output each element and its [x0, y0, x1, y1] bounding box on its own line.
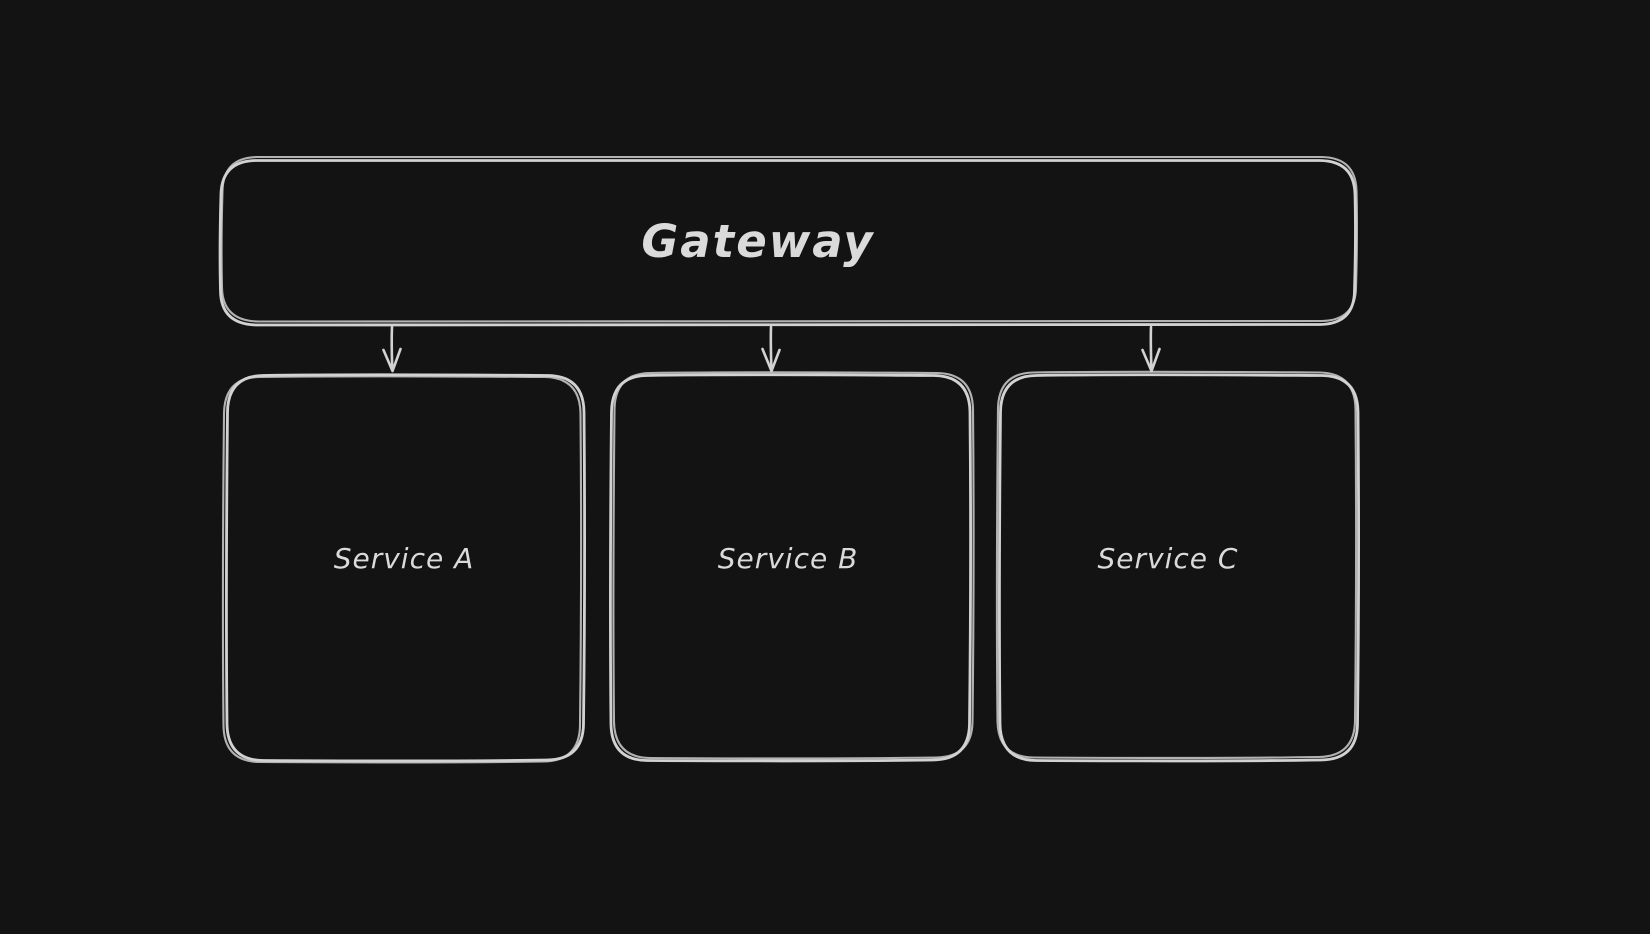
- node-gateway[interactable]: Gateway: [218, 154, 1359, 328]
- edge-gateway-service-a[interactable]: [382, 325, 402, 373]
- edge-gateway-service-b[interactable]: [761, 325, 781, 373]
- node-service-a-label: Service A: [334, 542, 475, 575]
- edge-gateway-service-c[interactable]: [1141, 325, 1161, 373]
- node-service-b-outline: [609, 373, 972, 763]
- node-service-a[interactable]: Service A: [221, 373, 586, 764]
- node-service-c-outline: [998, 373, 1360, 763]
- node-gateway-outline-echo: [220, 154, 1359, 324]
- edge-gateway-service-b-arrowhead-icon: [761, 347, 781, 373]
- node-service-b-outline-echo: [612, 371, 975, 760]
- node-service-c[interactable]: Service C: [995, 370, 1360, 763]
- edge-gateway-service-a-arrowhead-icon: [382, 347, 402, 373]
- edge-gateway-service-a-stem: [390, 325, 394, 372]
- node-service-c-label: Service C: [1098, 542, 1239, 575]
- node-service-c-outline-echo: [995, 370, 1358, 760]
- node-gateway-label: Gateway: [641, 215, 874, 268]
- node-gateway-outline: [218, 158, 1357, 328]
- node-service-b[interactable]: Service B: [609, 371, 975, 763]
- node-service-b-label: Service B: [718, 542, 859, 575]
- edge-gateway-service-b-stem: [769, 325, 773, 372]
- node-service-a-outline: [225, 373, 586, 763]
- node-service-a-outline-echo: [221, 375, 583, 764]
- edge-gateway-service-c-stem: [1149, 325, 1153, 372]
